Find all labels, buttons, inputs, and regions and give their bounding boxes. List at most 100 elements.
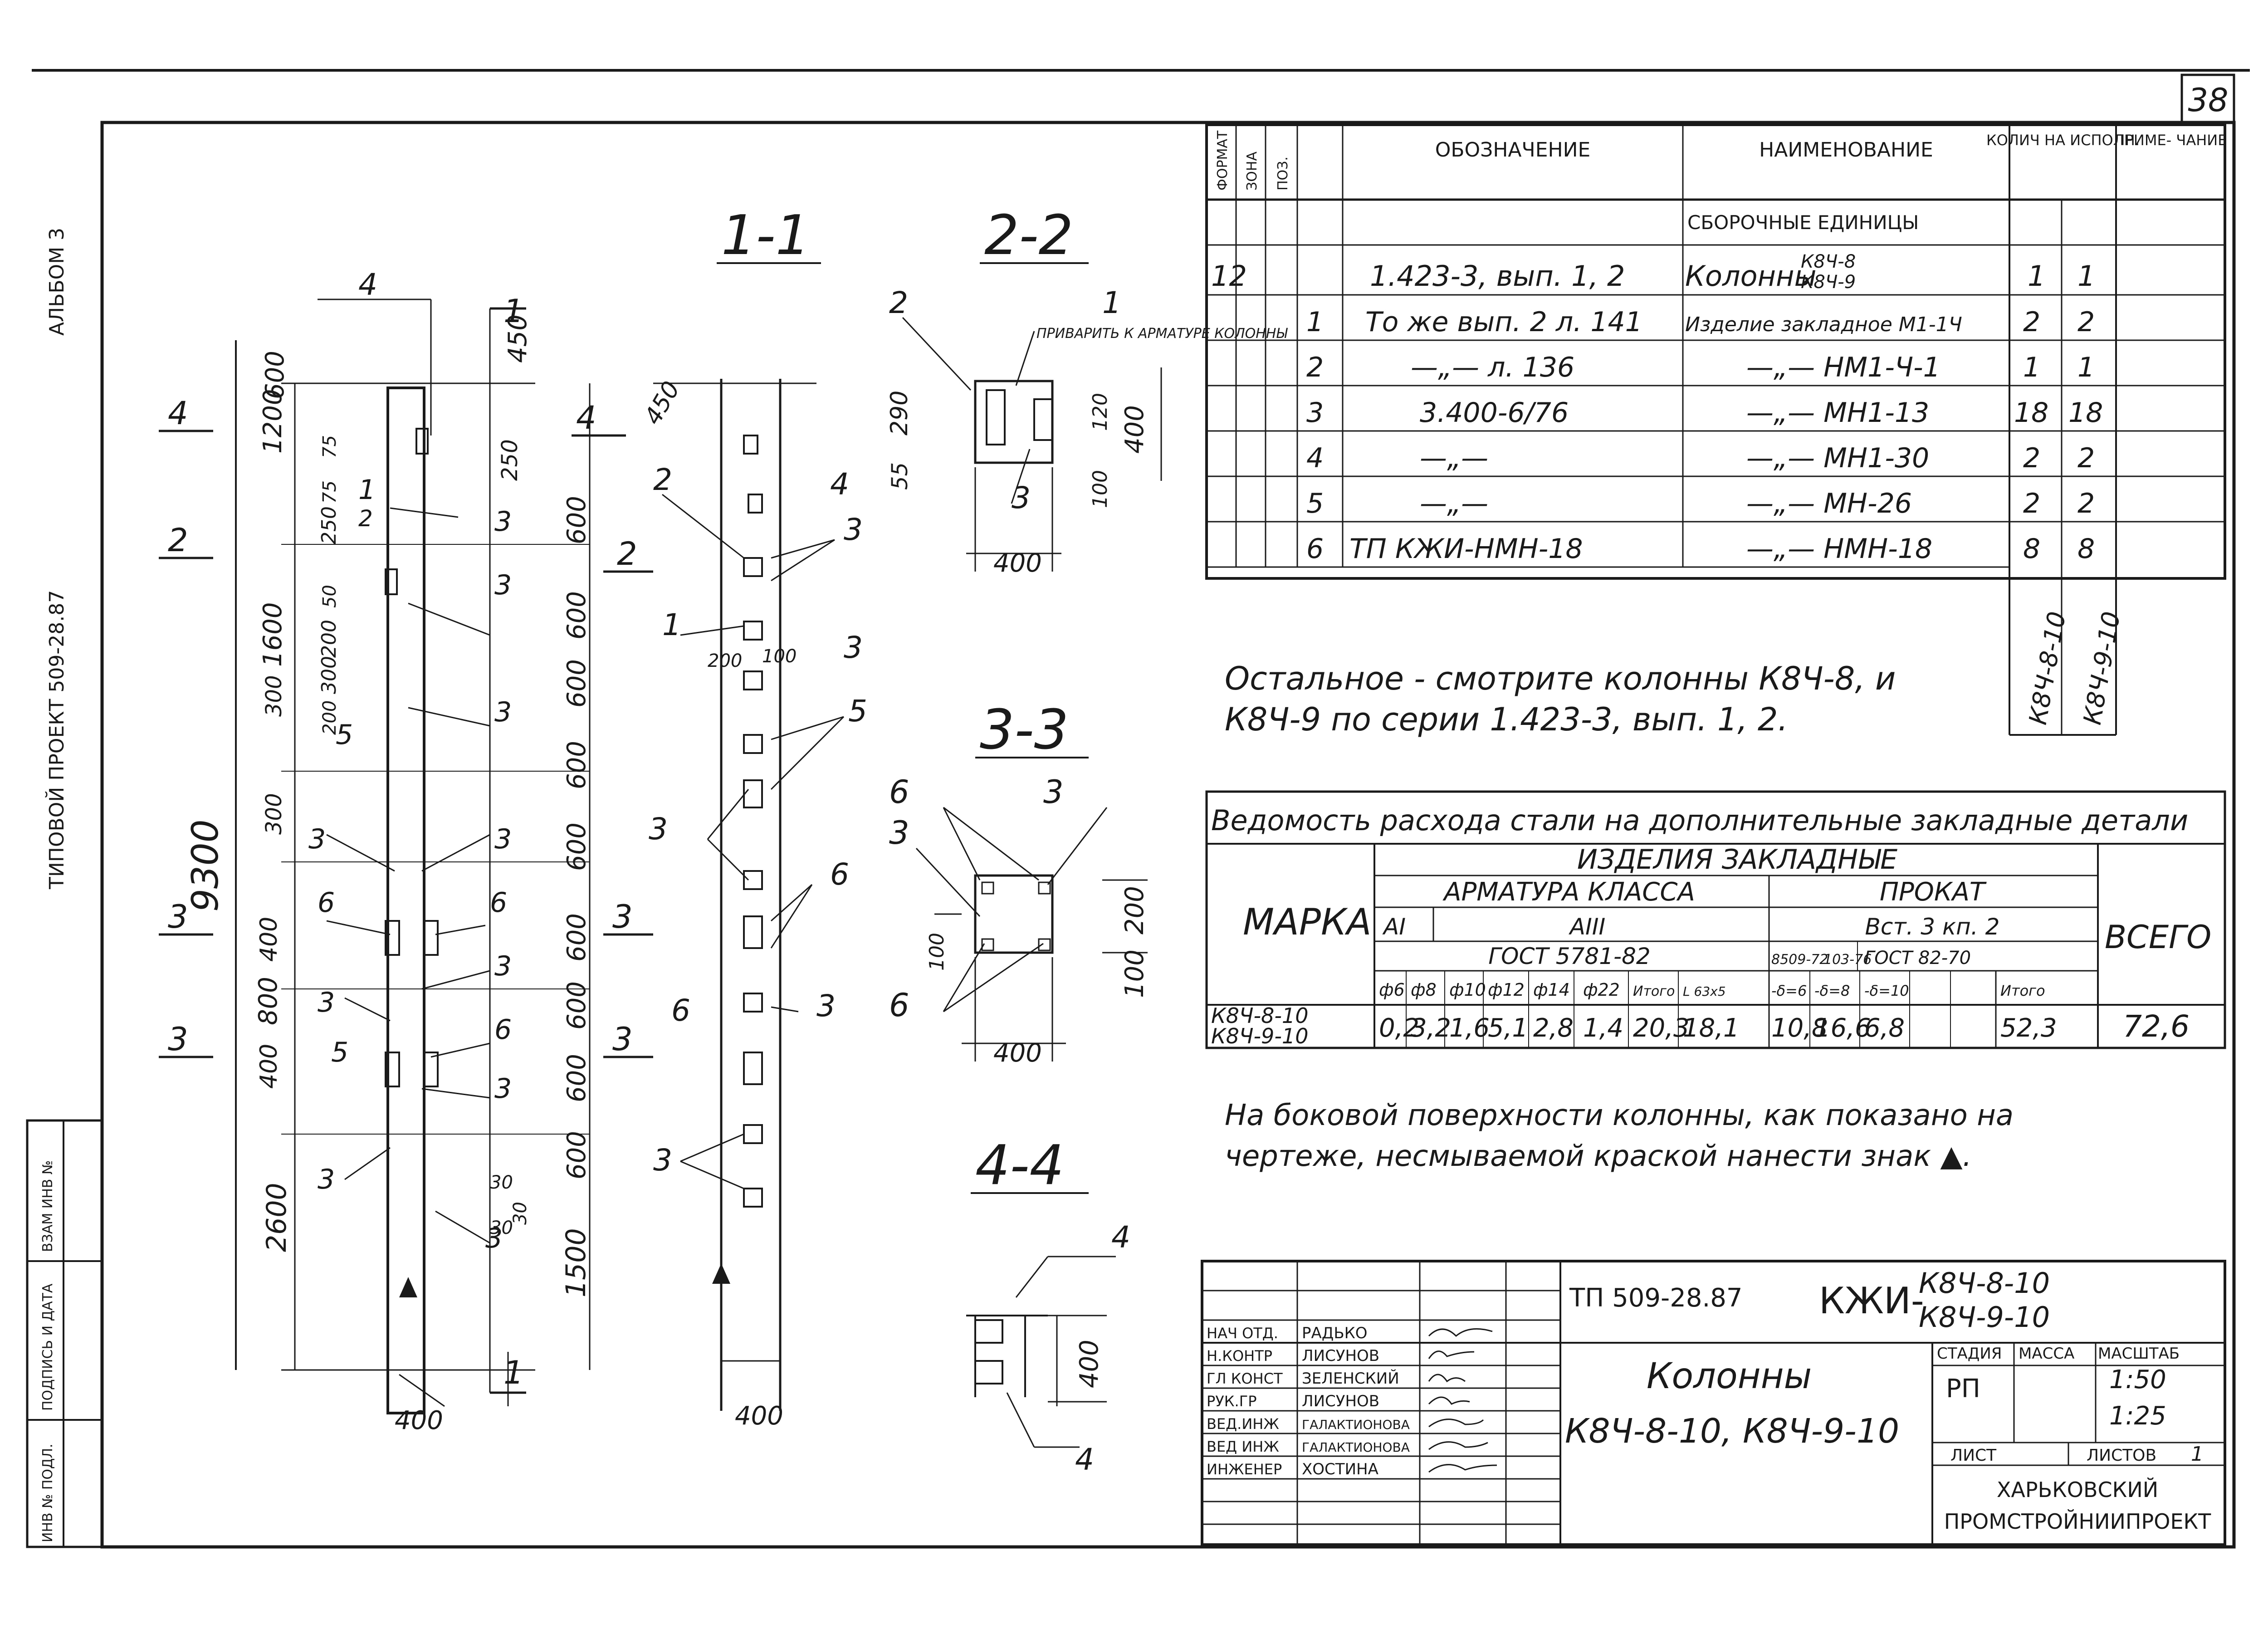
svg-text:100: 100 bbox=[925, 933, 948, 971]
svg-text:4: 4 bbox=[1306, 442, 1324, 474]
svg-text:3: 3 bbox=[168, 898, 188, 935]
svg-text:чертеже, несмываемой краской н: чертеже, несмываемой краской нанести зна… bbox=[1225, 1140, 1972, 1173]
svg-text:—„— НМН-18: —„— НМН-18 bbox=[1746, 533, 1932, 565]
svg-text:4: 4 bbox=[168, 395, 188, 432]
svg-text:Итого: Итого bbox=[1633, 983, 1675, 999]
svg-text:400: 400 bbox=[395, 1406, 443, 1435]
svg-text:18: 18 bbox=[2014, 397, 2048, 429]
svg-text:Вст. 3 кп. 2: Вст. 3 кп. 2 bbox=[1865, 914, 2000, 940]
svg-text:1: 1 bbox=[503, 1354, 524, 1391]
spec-row: 12 1.423-3, вып. 1, 2 Колонны К8Ч-8 К8Ч-… bbox=[1211, 251, 2095, 293]
marker-triangle-icon bbox=[399, 1277, 417, 1297]
svg-text:5: 5 bbox=[331, 1037, 348, 1068]
svg-text:18,1: 18,1 bbox=[1683, 1013, 1740, 1043]
svg-text:2600: 2600 bbox=[261, 1183, 293, 1252]
svg-text:ЛИСУНОВ: ЛИСУНОВ bbox=[1302, 1392, 1379, 1410]
variant-label: К8Ч-9-10 bbox=[2078, 609, 2126, 727]
svg-text:400: 400 bbox=[1075, 1340, 1104, 1388]
svg-text:3: 3 bbox=[494, 696, 512, 728]
svg-text:3,2: 3,2 bbox=[1411, 1013, 1451, 1043]
svg-text:400: 400 bbox=[255, 1044, 283, 1089]
svg-text:2: 2 bbox=[617, 535, 637, 572]
svg-text:400: 400 bbox=[735, 1401, 783, 1431]
svg-text:4: 4 bbox=[576, 399, 596, 436]
svg-text:ЛИСУНОВ: ЛИСУНОВ bbox=[1302, 1347, 1379, 1365]
svg-text:2,8: 2,8 bbox=[1533, 1013, 1574, 1043]
svg-text:75: 75 bbox=[319, 435, 340, 458]
svg-text:1: 1 bbox=[2028, 259, 2045, 293]
svg-text:К8Ч-8-10: К8Ч-8-10 bbox=[1211, 1003, 1308, 1028]
svg-text:3: 3 bbox=[1043, 773, 1064, 811]
svg-text:ф14: ф14 bbox=[1533, 980, 1570, 1000]
svg-text:4: 4 bbox=[358, 267, 377, 302]
spec-row: 5 —„— —„— МН-26 2 2 bbox=[1306, 488, 2095, 519]
svg-text:20,3: 20,3 bbox=[1633, 1013, 1690, 1043]
section-title-4-4: 4-4 bbox=[975, 1134, 1064, 1197]
svg-text:600: 600 bbox=[562, 496, 591, 544]
svg-text:72,6: 72,6 bbox=[2123, 1009, 2190, 1044]
stamp-inv: ИНВ № ПОДЛ. bbox=[40, 1443, 56, 1542]
section-2-2-labels: 2-2 ПРИВАРИТЬ К АРМАТУРЕ КОЛОННЫ 290 55 … bbox=[886, 204, 1288, 578]
svg-text:ИНЖЕНЕР: ИНЖЕНЕР bbox=[1207, 1461, 1282, 1478]
svg-text:ф8: ф8 bbox=[1411, 980, 1437, 1000]
note-side-surface: На боковой поверхности колонны, как пока… bbox=[1225, 1099, 2014, 1173]
section-title-2-2: 2-2 bbox=[984, 204, 1073, 267]
album-label: АЛЬБОМ 3 bbox=[45, 228, 68, 336]
sheet-number: 38 bbox=[2188, 82, 2228, 119]
col-zone: ЗОНА bbox=[1244, 152, 1260, 191]
svg-text:6: 6 bbox=[889, 773, 909, 811]
stamp-sign: ПОДПИСЬ И ДАТА bbox=[40, 1283, 56, 1411]
svg-text:2: 2 bbox=[2077, 306, 2095, 338]
doc-prefix: КЖИ- bbox=[1819, 1280, 1924, 1322]
svg-text:2: 2 bbox=[2077, 488, 2095, 519]
svg-text:6: 6 bbox=[490, 887, 507, 919]
svg-text:2: 2 bbox=[2077, 442, 2095, 474]
svg-text:600: 600 bbox=[562, 822, 591, 871]
section-1-1-labels: 1-1 450 200 100 400 2 4 3 1 3 5 3 6 6 3 … bbox=[639, 204, 867, 1431]
svg-text:1,6: 1,6 bbox=[1449, 1013, 1490, 1043]
svg-text:8509-72: 8509-72 bbox=[1771, 952, 1828, 968]
col-pos: ПОЗ. bbox=[1275, 157, 1291, 191]
svg-text:—„— МН1-30: —„— МН1-30 bbox=[1746, 442, 1929, 474]
svg-text:АI: АI bbox=[1382, 914, 1406, 940]
svg-text:800: 800 bbox=[254, 977, 283, 1025]
spec-row: 4 —„— —„— МН1-30 2 2 bbox=[1306, 442, 2095, 474]
svg-text:ВЕД ИНЖ: ВЕД ИНЖ bbox=[1207, 1438, 1279, 1455]
section-title-3-3: 3-3 bbox=[980, 699, 1069, 762]
svg-text:250: 250 bbox=[318, 506, 341, 544]
svg-text:—„—: —„— bbox=[1420, 488, 1488, 519]
svg-text:12: 12 bbox=[1211, 259, 1247, 293]
svg-text:Н.КОНТР: Н.КОНТР bbox=[1207, 1347, 1272, 1365]
svg-text:300: 300 bbox=[261, 793, 287, 835]
svg-text:600: 600 bbox=[562, 741, 591, 789]
svg-text:75: 75 bbox=[319, 480, 340, 504]
svg-text:3: 3 bbox=[494, 1073, 512, 1105]
svg-text:6: 6 bbox=[318, 887, 335, 919]
svg-text:600: 600 bbox=[260, 351, 290, 399]
svg-text:5,1: 5,1 bbox=[1488, 1013, 1528, 1043]
svg-text:3: 3 bbox=[485, 1223, 503, 1254]
title-block: ТП 509-28.87 КЖИ- К8Ч-8-10 К8Ч-9-10 Коло… bbox=[1207, 1267, 2211, 1534]
roles: НАЧ ОТД. Н.КОНТР ГЛ КОНСТ РУК.ГР ВЕД.ИНЖ… bbox=[1207, 1325, 1283, 1478]
svg-text:200: 200 bbox=[1120, 886, 1149, 934]
svg-text:600: 600 bbox=[562, 981, 591, 1030]
svg-text:250: 250 bbox=[497, 439, 523, 481]
svg-text:1: 1 bbox=[2191, 1443, 2204, 1466]
stamp-vzam: ВЗАМ ИНВ № bbox=[40, 1160, 56, 1252]
svg-text:1: 1 bbox=[1306, 306, 1324, 338]
svg-text:СТАДИЯ: СТАДИЯ bbox=[1937, 1345, 2002, 1363]
spec-row: 6 ТП КЖИ-НМН-18 —„— НМН-18 8 8 bbox=[1306, 533, 2095, 565]
svg-text:600: 600 bbox=[562, 1131, 591, 1179]
marker-triangle-icon bbox=[712, 1263, 730, 1284]
svg-text:1200: 1200 bbox=[258, 389, 288, 454]
org-name: ХАРЬКОВСКИЙ bbox=[1997, 1477, 2158, 1502]
svg-text:16,6: 16,6 bbox=[1814, 1013, 1871, 1043]
steel-table-grid bbox=[1205, 790, 2226, 1049]
svg-text:3: 3 bbox=[612, 898, 633, 935]
svg-text:52,3: 52,3 bbox=[2000, 1013, 2057, 1043]
svg-text:МАССА: МАССА bbox=[2019, 1345, 2074, 1363]
steel-row-values: 0,2 3,2 1,6 5,1 2,8 1,4 20,3 18,1 10,8 1… bbox=[1379, 1009, 2190, 1044]
svg-text:1: 1 bbox=[2023, 352, 2040, 383]
svg-text:450: 450 bbox=[639, 377, 685, 430]
svg-text:1: 1 bbox=[503, 293, 524, 330]
